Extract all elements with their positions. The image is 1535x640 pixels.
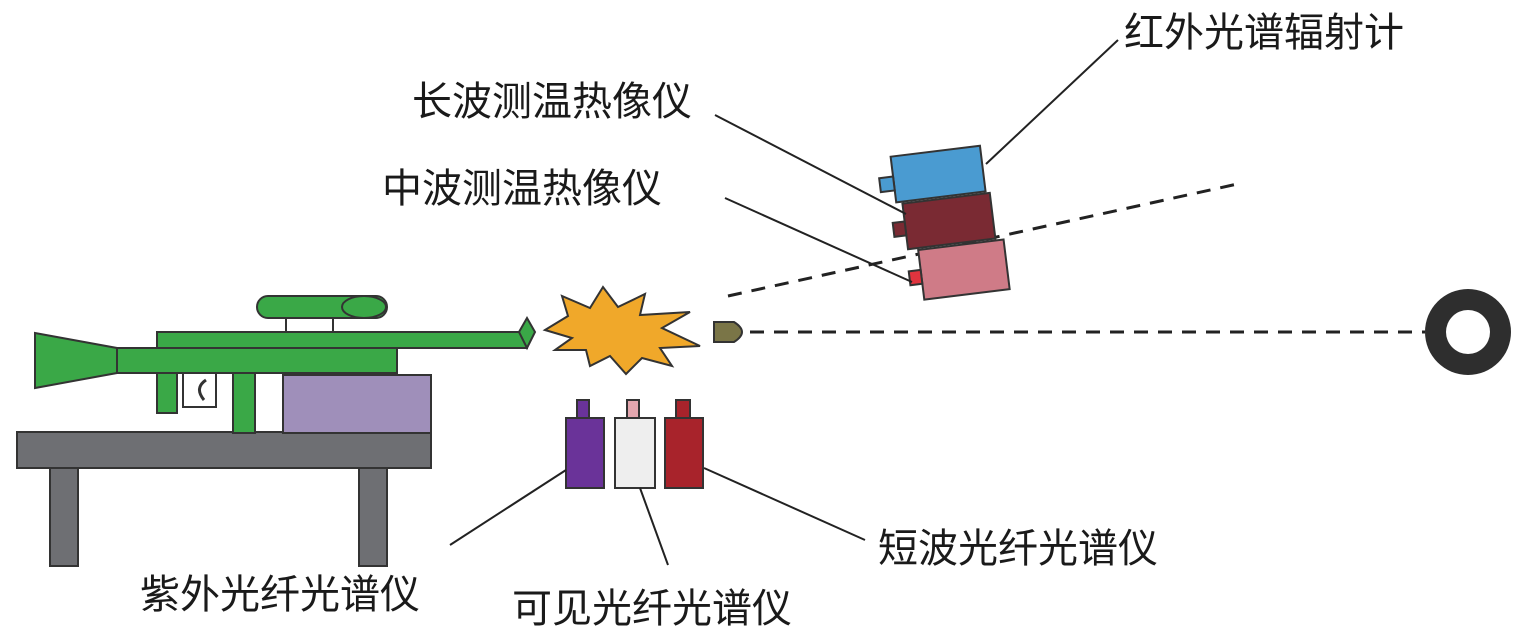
spectrometer-uv (565, 399, 605, 489)
ring-target-icon (1425, 289, 1511, 375)
bullet-icon (713, 321, 743, 343)
muzzle-flash-icon (542, 285, 701, 376)
uv-probe (576, 399, 590, 419)
ir-radiometer (889, 144, 987, 204)
rifle-support (232, 372, 256, 434)
leader-ir (985, 39, 1119, 165)
label-vis-spectrometer: 可见光纤光谱仪 (512, 586, 792, 632)
mw-camera-lens (907, 268, 924, 287)
test-table (16, 431, 432, 567)
vis-body (614, 417, 656, 489)
leader-uv (449, 469, 567, 546)
rifle (34, 295, 537, 434)
label-mw-camera: 中波测温热像仪 (382, 166, 662, 212)
leader-lw (714, 114, 907, 215)
sensor-line-of-sight (727, 181, 1243, 298)
vis-probe (626, 399, 640, 419)
table-leg-left (49, 467, 79, 567)
table-leg-right (358, 467, 388, 567)
rifle-stock (34, 331, 118, 390)
sw-body (664, 417, 704, 489)
rifle-scope-lens (341, 295, 387, 319)
sensor-stack (878, 144, 1011, 301)
label-ir-radiometer: 红外光谱辐射计 (1124, 10, 1404, 56)
label-uv-spectrometer: 紫外光纤光谱仪 (140, 572, 420, 618)
spectrometer-vis (614, 399, 656, 489)
table-top (16, 431, 432, 469)
trigger-icon (198, 378, 207, 401)
ir-radiometer-lens (878, 175, 896, 194)
leader-vis (639, 487, 669, 566)
label-sw-spectrometer: 短波光纤光谱仪 (878, 526, 1158, 572)
mw-camera (917, 238, 1011, 301)
lw-camera-lens (891, 220, 908, 238)
spectrometer-sw (664, 399, 704, 489)
rifle-receiver (116, 347, 398, 374)
sw-probe (675, 399, 691, 419)
lw-camera (901, 191, 997, 251)
label-lw-camera: 长波测温热像仪 (412, 79, 692, 125)
rifle-front-grip (156, 372, 178, 414)
muzzle-tip (517, 315, 537, 351)
uv-body (565, 417, 605, 489)
leader-mw (724, 197, 913, 283)
leader-sw (703, 467, 866, 541)
leader-lines (449, 39, 1119, 566)
mount-block (282, 374, 432, 434)
rifle-barrel (156, 331, 528, 349)
